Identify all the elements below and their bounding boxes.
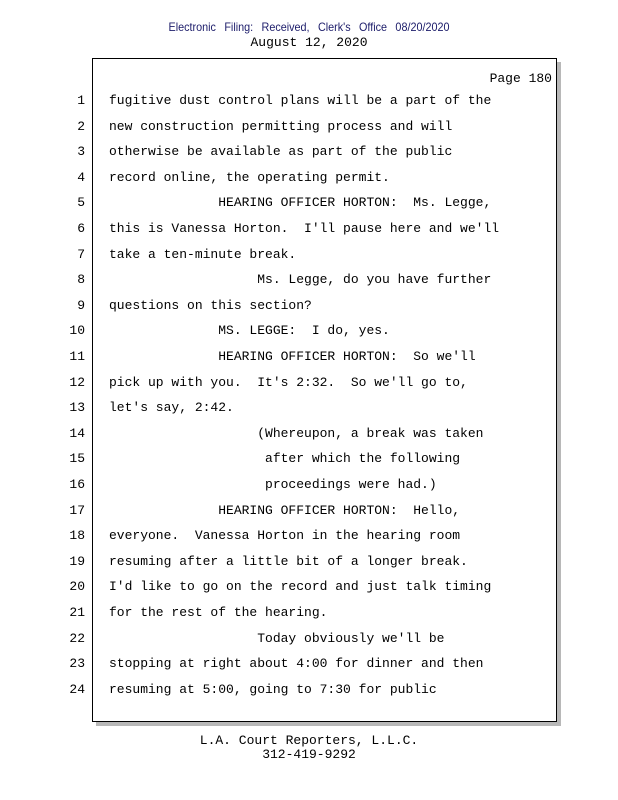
transcript-line: 3 otherwise be available as part of the p… xyxy=(1,144,541,164)
transcript-line: 20 I'd like to go on the record and just … xyxy=(1,579,541,599)
transcript-line: 7 take a ten-minute break. xyxy=(1,247,541,267)
line-number: 13 xyxy=(69,400,85,416)
transcript-line: 18 everyone. Vanessa Horton in the hearin… xyxy=(1,528,541,548)
transcript-line: 2 new construction permitting process and… xyxy=(1,119,541,139)
line-text: new construction permitting process and … xyxy=(109,118,453,134)
line-text: everyone. Vanessa Horton in the hearing … xyxy=(109,528,461,544)
line-text: I'd like to go on the record and just ta… xyxy=(109,579,492,595)
line-text: MS. LEGGE: I do, yes. xyxy=(109,323,390,339)
transcript-page: Page 180 1 fugitive dust control plans wi… xyxy=(69,58,557,722)
transcript-line: 21 for the rest of the hearing. xyxy=(1,605,541,625)
line-number: 15 xyxy=(69,451,85,467)
line-number: 10 xyxy=(69,323,85,339)
line-number: 4 xyxy=(77,169,85,185)
line-text: HEARING OFFICER HORTON: Ms. Legge, xyxy=(109,195,492,211)
line-number: 18 xyxy=(69,528,85,544)
line-number: 9 xyxy=(77,297,85,313)
line-text: questions on this section? xyxy=(109,297,312,313)
transcript-line: 8 Ms. Legge, do you have further xyxy=(1,272,541,292)
transcript-line: 9 questions on this section? xyxy=(1,298,541,318)
line-text: take a ten-minute break. xyxy=(109,246,297,262)
line-number: 11 xyxy=(69,349,85,364)
transcript-line: 15 after which the following xyxy=(1,451,541,471)
transcript-line: 19 resuming after a little bit of a longe… xyxy=(1,554,541,574)
line-text: for the rest of the hearing. xyxy=(109,605,328,620)
transcript-line: 4 record online, the operating permit. xyxy=(1,170,541,190)
line-number: 7 xyxy=(77,246,85,262)
line-number: 21 xyxy=(69,605,85,620)
transcript-line: 13 let's say, 2:42. xyxy=(1,400,541,420)
line-text: this is Vanessa Horton. I'll pause here … xyxy=(109,221,500,236)
line-number: 3 xyxy=(77,144,85,160)
line-number: 5 xyxy=(77,195,85,211)
line-text: stopping at right about 4:00 for dinner … xyxy=(109,656,484,672)
line-text: HEARING OFFICER HORTON: So we'll xyxy=(109,349,476,364)
line-text: resuming at 5:00, going to 7:30 for publ… xyxy=(109,681,437,697)
line-text: fugitive dust control plans will be a pa… xyxy=(109,93,492,108)
line-number: 24 xyxy=(69,681,85,697)
line-number: 6 xyxy=(77,221,85,236)
transcript-line: 14 (Whereupon, a break was taken xyxy=(1,426,541,446)
transcript-date: August 12, 2020 xyxy=(250,35,368,50)
line-text: let's say, 2:42. xyxy=(109,400,234,416)
line-number: 19 xyxy=(69,553,85,569)
transcript-line: 16 proceedings were had.) xyxy=(1,477,541,497)
transcript-line: 1 fugitive dust control plans will be a p… xyxy=(1,93,541,113)
line-text: resuming after a little bit of a longer … xyxy=(109,553,468,569)
line-text: pick up with you. It's 2:32. So we'll go… xyxy=(109,374,468,390)
transcript-line: 12 pick up with you. It's 2:32. So we'll … xyxy=(1,375,541,395)
line-text: Today obviously we'll be xyxy=(109,630,445,646)
transcript-line: 24 resuming at 5:00, going to 7:30 for pu… xyxy=(1,682,541,702)
transcript-line: 22 Today obviously we'll be xyxy=(1,631,541,651)
transcript-line: 23 stopping at right about 4:00 for dinne… xyxy=(1,656,541,676)
transcript-line: 5 HEARING OFFICER HORTON: Ms. Legge, xyxy=(1,195,541,215)
line-text: after which the following xyxy=(109,451,461,467)
reporter-name: L.A. Court Reporters, L.L.C. xyxy=(199,733,419,748)
line-number: 12 xyxy=(69,374,85,390)
line-number: 8 xyxy=(77,272,85,288)
filing-stamp: Electronic Filing: Received, Clerk's Off… xyxy=(168,20,450,34)
line-text: proceedings were had.) xyxy=(109,477,437,492)
reporter-phone: 312-419-9292 xyxy=(262,747,356,762)
line-text: otherwise be available as part of the pu… xyxy=(109,144,453,160)
transcript-line: 17 HEARING OFFICER HORTON: Hello, xyxy=(1,503,541,523)
line-number: 1 xyxy=(77,93,85,108)
line-number: 14 xyxy=(69,425,85,441)
footer: L.A. Court Reporters, L.L.C. 312-419-929… xyxy=(0,734,618,762)
line-text: (Whereupon, a break was taken xyxy=(109,425,484,441)
line-number: 2 xyxy=(77,118,85,134)
line-text: HEARING OFFICER HORTON: Hello, xyxy=(109,502,461,518)
line-number: 22 xyxy=(69,630,85,646)
page-number: Page 180 xyxy=(489,71,552,86)
line-text: record online, the operating permit. xyxy=(109,169,390,185)
line-number: 16 xyxy=(69,477,85,492)
transcript-line: 11 HEARING OFFICER HORTON: So we'll xyxy=(1,349,541,369)
transcript-line: 10 MS. LEGGE: I do, yes. xyxy=(1,323,541,343)
line-number: 23 xyxy=(69,656,85,672)
line-number: 20 xyxy=(69,579,85,595)
transcript-line: 6 this is Vanessa Horton. I'll pause here… xyxy=(1,221,541,241)
line-number: 17 xyxy=(69,502,85,518)
line-text: Ms. Legge, do you have further xyxy=(109,272,492,288)
